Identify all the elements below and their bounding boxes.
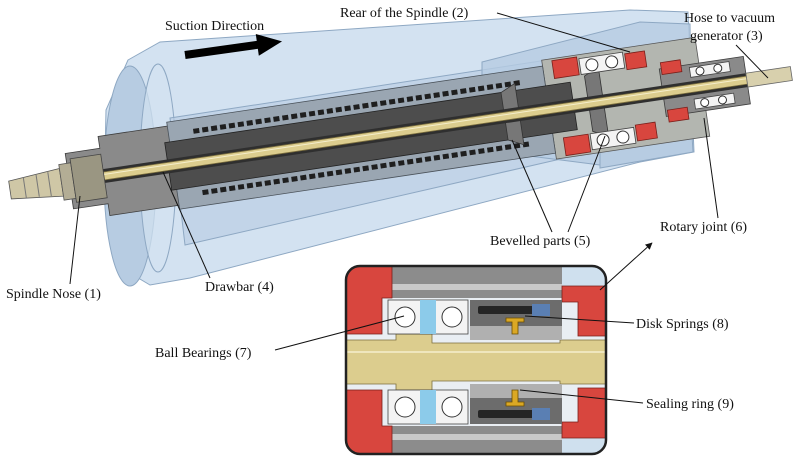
- labels: Suction Direction Rear of the Spindle (2…: [6, 6, 775, 412]
- inset-border: [344, 264, 608, 456]
- detail-inset: [344, 264, 608, 456]
- inset-red-left-bottom: [346, 389, 393, 454]
- rear-seal-bottom: [634, 121, 658, 142]
- inset-top-strip: [385, 284, 565, 290]
- label-hose-line2: generator (3): [690, 29, 763, 44]
- stator-winding-bottom: [202, 141, 530, 196]
- suction-arrow: [184, 33, 283, 59]
- leader-bevelled-rear: [567, 135, 606, 233]
- label-ball-bearings: Ball Bearings (7): [155, 346, 252, 361]
- inset-bottom-strip: [385, 434, 565, 440]
- label-rotary-joint: Rotary joint (6): [660, 220, 747, 235]
- suction-arrow-shaft: [184, 40, 260, 59]
- stator-winding-top: [192, 80, 521, 134]
- label-drawbar: Drawbar (4): [205, 280, 274, 295]
- drawbar-highlight: [54, 74, 772, 183]
- label-spindle-nose: Spindle Nose (1): [6, 287, 101, 302]
- inset-bottom-right-casing: [562, 438, 606, 454]
- bearing-ball: [394, 396, 416, 418]
- vacuum-hose: [745, 66, 793, 88]
- bearing-separator-top: [420, 300, 436, 334]
- rotary-joint-ball: [700, 98, 710, 108]
- rotary-joint-red-bottom: [666, 106, 690, 123]
- nose-ring: [47, 172, 52, 197]
- nose-ring: [35, 174, 40, 197]
- leader-spindle-nose: [69, 195, 81, 285]
- leader-disk-springs: [524, 315, 635, 324]
- leader-rotary-joint: [703, 117, 719, 219]
- rear-seal-top: [624, 50, 648, 71]
- leader-sealing-ring: [519, 389, 644, 404]
- rotary-joint-ball: [713, 63, 723, 73]
- leader-lines: [69, 12, 769, 404]
- bearing-ball: [441, 306, 463, 328]
- nose-ring: [22, 177, 27, 198]
- label-suction-direction: Suction Direction: [165, 19, 264, 34]
- rotary-joint-red-top: [659, 59, 683, 76]
- inset-pointer-arrow: [599, 242, 653, 291]
- label-disk-springs: Disk Springs (8): [636, 317, 729, 332]
- rear-bearing-cap-bottom: [562, 133, 592, 157]
- sealing-ring: [505, 389, 525, 407]
- label-hose-line1: Hose to vacuum: [684, 11, 775, 26]
- rear-bearing-ball: [616, 130, 630, 144]
- label-bevelled-parts: Bevelled parts (5): [490, 234, 591, 249]
- leader-ball-bearings: [274, 315, 405, 351]
- inset-top-housing: [385, 266, 565, 298]
- rear-bearing-cap-top: [551, 56, 580, 79]
- rear-bearing-ball: [585, 58, 599, 72]
- rotary-joint-ball: [718, 95, 728, 105]
- disk-spring: [505, 317, 525, 335]
- inset-top-right-casing: [562, 266, 606, 286]
- leader-hose: [735, 44, 769, 79]
- label-sealing-ring: Sealing ring (9): [646, 397, 734, 412]
- leader-rear-spindle: [496, 12, 631, 53]
- rear-bearing-ball: [605, 55, 619, 69]
- leader-drawbar: [162, 171, 211, 279]
- inset-rod-tip-bottom: [532, 408, 550, 420]
- label-rear-spindle: Rear of the Spindle (2): [340, 6, 469, 21]
- bearing-separator-bottom: [420, 390, 436, 424]
- suction-arrow-head: [255, 33, 283, 56]
- inset-rod-tip-top: [532, 304, 550, 316]
- bearing-ball: [441, 396, 463, 418]
- bearing-ball: [394, 306, 416, 328]
- spindle-assembly: [8, 36, 793, 217]
- nose-nut: [69, 153, 108, 203]
- inset-red-left-top: [346, 266, 393, 335]
- rotary-joint-ball: [695, 66, 705, 76]
- spindle-nose-cone: [8, 167, 64, 200]
- leader-bevelled-front: [511, 139, 553, 233]
